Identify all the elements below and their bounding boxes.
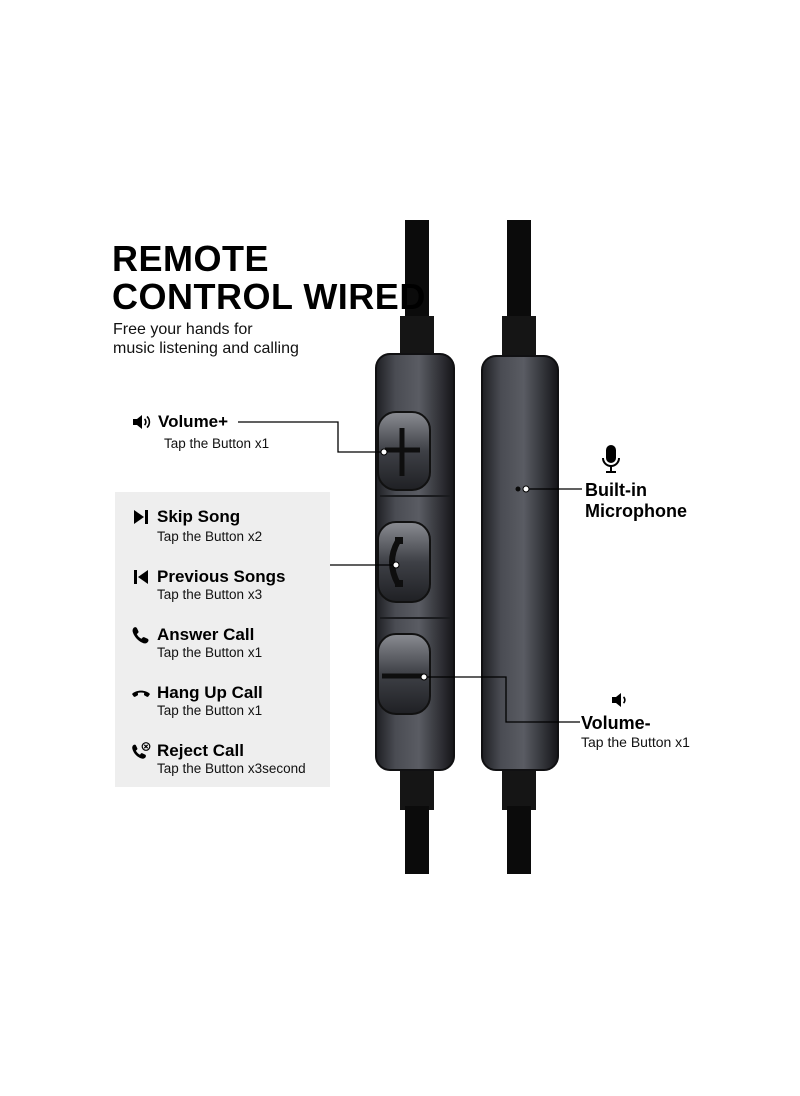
leader-line-volume-down [424, 676, 580, 723]
answer-call-label: Answer Call [157, 625, 255, 644]
function-item-hang-up-call: Hang Up Call Tap the Button x1 [131, 683, 263, 719]
volume-up-label: Volume+ [158, 412, 229, 431]
function-item-skip-song: Skip Song Tap the Button x2 [131, 507, 262, 545]
microphone-callout: Built-in Microphone [585, 480, 687, 522]
title-line-1: REMOTE [112, 238, 270, 279]
volume-down-callout: Volume- Tap the Button x1 [581, 713, 690, 750]
function-item-reject-call: Reject Call Tap the Button x3second [131, 741, 306, 777]
volume-down-label: Volume- [581, 713, 651, 733]
microphone-icon [601, 444, 621, 479]
skip-previous-icon [131, 568, 151, 586]
right-strain-relief-bottom [502, 766, 536, 810]
function-panel [115, 492, 330, 787]
right-strain-relief-top [502, 316, 536, 360]
page-title: REMOTE CONTROL WIRED [112, 240, 426, 316]
subtitle: Free your hands for music listening and … [113, 320, 413, 358]
microphone-label-line-2: Microphone [585, 501, 687, 521]
answer-call-instruction: Tap the Button x1 [157, 645, 263, 660]
volume-up-instruction: Tap the Button x1 [164, 436, 270, 451]
subtitle-line-2: music listening and calling [113, 340, 299, 357]
phone-answer-icon [131, 626, 151, 644]
phone-hangup-icon [131, 684, 151, 702]
microphone-housing [481, 355, 559, 771]
subtitle-line-1: Free your hands for [113, 321, 253, 338]
previous-songs-label: Previous Songs [157, 567, 286, 586]
reject-call-label: Reject Call [157, 741, 244, 760]
phone-reject-icon [131, 742, 151, 760]
reject-call-instruction: Tap the Button x3second [157, 761, 306, 776]
microphone-hole [515, 486, 521, 492]
volume-down-instruction: Tap the Button x1 [581, 734, 690, 750]
function-item-previous-songs: Previous Songs Tap the Button x3 [131, 567, 285, 603]
left-cable-top [405, 220, 429, 320]
previous-songs-instruction: Tap the Button x3 [157, 587, 263, 602]
title-line-2: CONTROL WIRED [112, 276, 426, 317]
skip-song-instruction: Tap the Button x2 [157, 529, 263, 544]
volume-up-callout: Volume+ Tap the Button x1 [132, 412, 269, 452]
left-strain-relief-bottom [400, 766, 434, 810]
hang-up-call-instruction: Tap the Button x1 [157, 703, 263, 718]
microphone-label-line-1: Built-in [585, 480, 647, 500]
speaker-loud-icon [132, 413, 152, 431]
skip-next-icon [131, 508, 151, 526]
speaker-quiet-icon [611, 691, 631, 714]
hang-up-call-label: Hang Up Call [157, 683, 263, 702]
leader-line-volume-up [238, 421, 384, 453]
left-strain-relief-top [400, 316, 434, 360]
function-item-answer-call: Answer Call Tap the Button x1 [131, 625, 262, 661]
skip-song-label: Skip Song [157, 507, 241, 526]
right-cable-bottom [507, 806, 531, 874]
multifunction-button [377, 521, 431, 603]
right-cable-top [507, 220, 531, 320]
left-cable-bottom [405, 806, 429, 874]
